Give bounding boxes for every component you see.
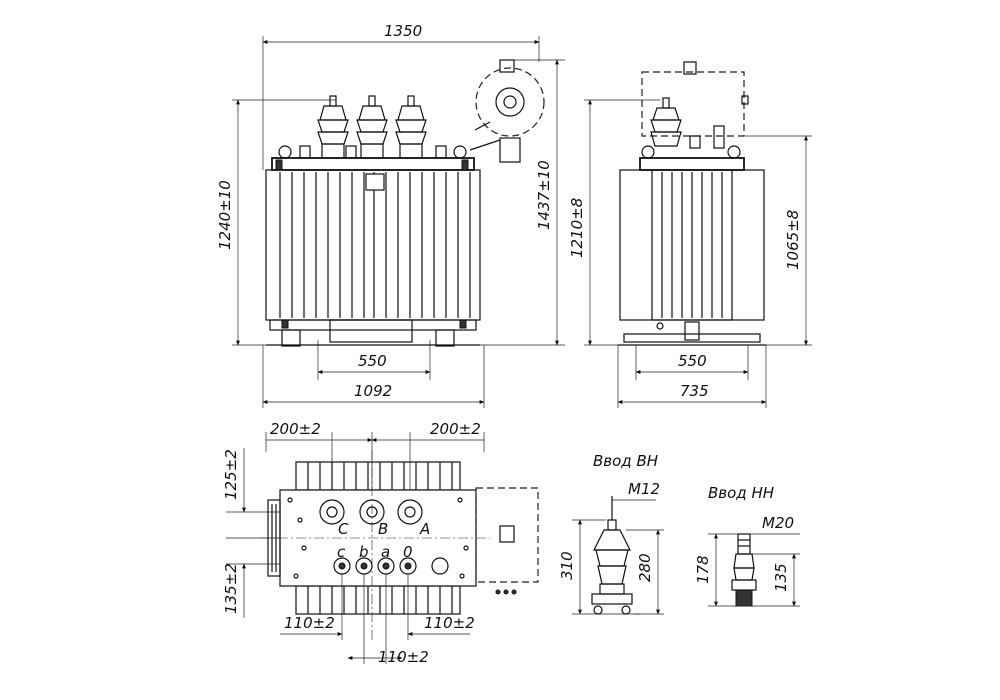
dim-side-height-total: 1210±8 (568, 198, 586, 258)
lifting-eye-left (278, 145, 292, 159)
hv-phase-c: C (338, 520, 349, 538)
tank-lid (271, 157, 475, 171)
dim-lv-height-inner: 135 (772, 563, 790, 592)
hv-bushing-title: Ввод ВН (593, 452, 658, 470)
hv-bushings-front (317, 95, 427, 159)
terminal-box-side (641, 71, 745, 137)
dim-hv-height-inner: 280 (636, 553, 654, 582)
dim-top-spacing-right: 200±2 (430, 420, 481, 438)
hv-bushing-detail: Ввод ВН M12 310 280 (558, 452, 664, 615)
dim-lv-height: 178 (694, 555, 712, 584)
dim-height-total: 1240±10 (216, 180, 234, 250)
lv-thread-label: M20 (762, 514, 794, 532)
dim-height-with-box: 1437±10 (535, 160, 553, 230)
dim-base-length: 1092 (354, 382, 392, 400)
lv-phase-c: c (337, 543, 346, 561)
lifting-eye-right (453, 145, 467, 159)
dim-track-side: 550 (678, 352, 707, 370)
dim-overall-width: 1350 (384, 22, 422, 40)
hv-bushings-top (319, 499, 423, 525)
dim-lv-spacing-left: 110±2 (284, 614, 335, 632)
base-skid-front (269, 319, 477, 331)
fins-bottom (295, 585, 461, 615)
dim-top-spacing-left: 200±2 (270, 420, 321, 438)
terminal-box-front (469, 59, 545, 163)
cooling-fins (279, 172, 471, 318)
hv-thread-label: M12 (628, 480, 660, 498)
lv-bushing-detail: Ввод НН M20 178 135 (694, 484, 800, 607)
dim-top-offset-lower: 135±2 (222, 563, 240, 614)
hv-phase-b: B (378, 520, 388, 538)
dim-lv-spacing-right: 110±2 (424, 614, 475, 632)
dim-lv-spacing-bottom: 110±2 (378, 648, 429, 666)
lv-bushings-top (333, 557, 449, 575)
dim-side-height-cover: 1065±8 (784, 210, 802, 270)
base-skid-side (623, 333, 761, 343)
lv-phase-a: a (381, 543, 390, 561)
tank-body (265, 169, 481, 321)
lv-phase-0: 0 (403, 543, 413, 561)
fins-top (295, 461, 461, 491)
side-view: 1210±8 1065±8 550 735 (568, 61, 812, 408)
front-view: 1350 1240±10 1437±10 550 1092 (216, 22, 565, 408)
dim-top-offset-upper: 125±2 (222, 449, 240, 500)
terminal-box-top (475, 487, 539, 583)
cooling-fins-side (661, 172, 723, 318)
dim-hv-height: 310 (558, 551, 576, 580)
dim-base-width: 735 (680, 382, 709, 400)
lv-phase-b: b (359, 543, 369, 561)
lv-bushing-title: Ввод НН (708, 484, 774, 502)
hv-phase-a: A (419, 520, 430, 538)
nameplate (365, 173, 385, 191)
dim-track-front: 550 (358, 352, 387, 370)
top-view: 200±2 200±2 125±2 135±2 (222, 420, 539, 666)
